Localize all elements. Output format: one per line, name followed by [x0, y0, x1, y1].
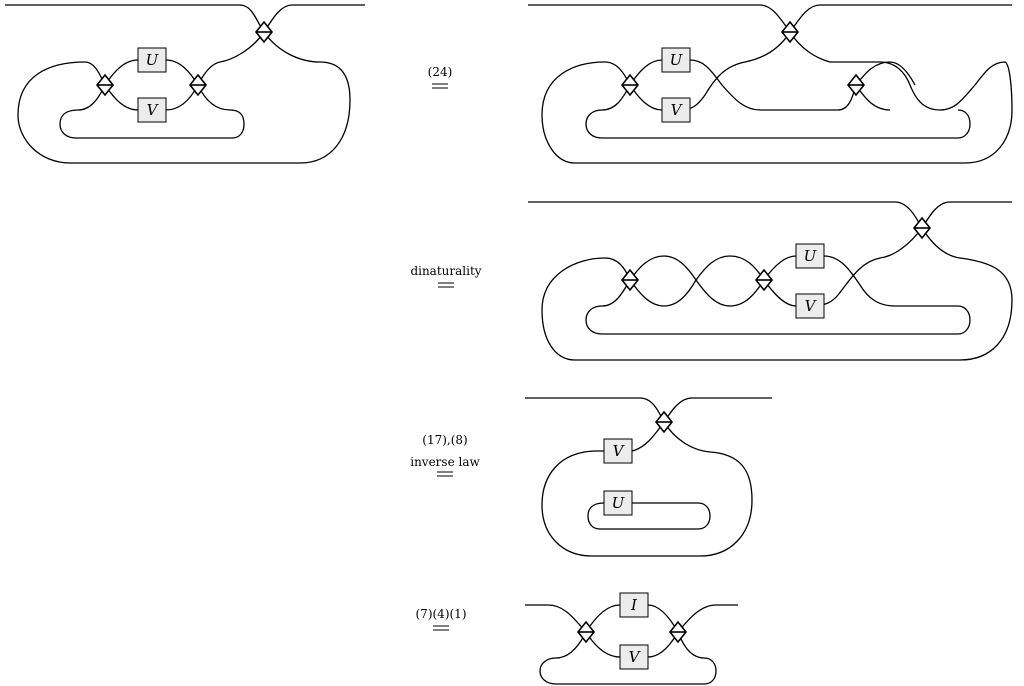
diagram-3: U V [528, 201, 1013, 361]
crossing-node [668, 620, 688, 644]
wire [855, 61, 916, 86]
wire [59, 84, 245, 139]
crossing-node [780, 20, 800, 44]
box-u: U [137, 47, 167, 73]
wire [528, 201, 1012, 230]
svg-text:U: U [612, 494, 626, 512]
crossing-node [654, 410, 674, 434]
svg-text:dinaturality: dinaturality [410, 264, 481, 278]
svg-text:U: U [804, 247, 818, 265]
crossing-node [912, 216, 932, 240]
wire [525, 397, 772, 424]
crossing-node [754, 268, 774, 292]
wire [541, 421, 753, 557]
wire [679, 31, 791, 111]
crossing-node [620, 73, 640, 97]
crossing-node [846, 73, 866, 97]
wire [587, 502, 711, 530]
wire [539, 631, 717, 685]
wire [525, 604, 587, 633]
box-u: U [661, 47, 691, 73]
wire [809, 227, 923, 307]
diagram-5: I V [525, 592, 738, 685]
svg-text:(24): (24) [428, 65, 453, 79]
box-u: U [795, 243, 825, 269]
wire [197, 31, 265, 86]
box-v: V [661, 97, 691, 123]
crossing-node [95, 73, 115, 97]
wire [585, 279, 971, 335]
equation-label-2: dinaturality [410, 264, 482, 288]
svg-text:(17),(8): (17),(8) [422, 433, 467, 447]
wire [5, 4, 365, 34]
crossing-node [254, 20, 274, 44]
wire [541, 227, 1013, 361]
wire [585, 84, 971, 139]
diagram-2-rhs: U V [528, 4, 1013, 164]
diagram-4: V U [525, 397, 772, 557]
svg-text:V: V [805, 297, 818, 315]
wire [629, 255, 765, 307]
equation-label-4: (7)(4)(1) [416, 607, 467, 631]
box-i: I [619, 592, 649, 618]
wire [629, 59, 857, 111]
svg-text:U: U [146, 51, 160, 69]
wire [677, 604, 738, 633]
diagram-1-lhs: U V [5, 4, 365, 164]
svg-text:V: V [671, 101, 684, 119]
svg-text:V: V [147, 101, 160, 119]
crossing-node [576, 620, 596, 644]
box-v: V [137, 97, 167, 123]
svg-text:I: I [630, 596, 638, 614]
svg-text:inverse law: inverse law [410, 455, 480, 469]
box-v: V [603, 438, 633, 464]
wire [763, 255, 896, 307]
wire [789, 31, 976, 111]
svg-text:V: V [613, 442, 626, 460]
wire [541, 61, 1013, 164]
equation-label-1: (24) [428, 65, 453, 89]
box-v: V [619, 644, 649, 670]
svg-text:(7)(4)(1): (7)(4)(1) [416, 607, 467, 621]
wire [629, 255, 765, 307]
crossing-node [188, 73, 208, 97]
svg-text:V: V [629, 648, 642, 666]
crossing-node [620, 268, 640, 292]
svg-text:U: U [670, 51, 684, 69]
wire [17, 31, 351, 164]
wire [528, 4, 1012, 34]
box-v: V [795, 293, 825, 319]
box-u: U [603, 490, 633, 516]
equation-label-3: (17),(8) inverse law [410, 433, 480, 477]
